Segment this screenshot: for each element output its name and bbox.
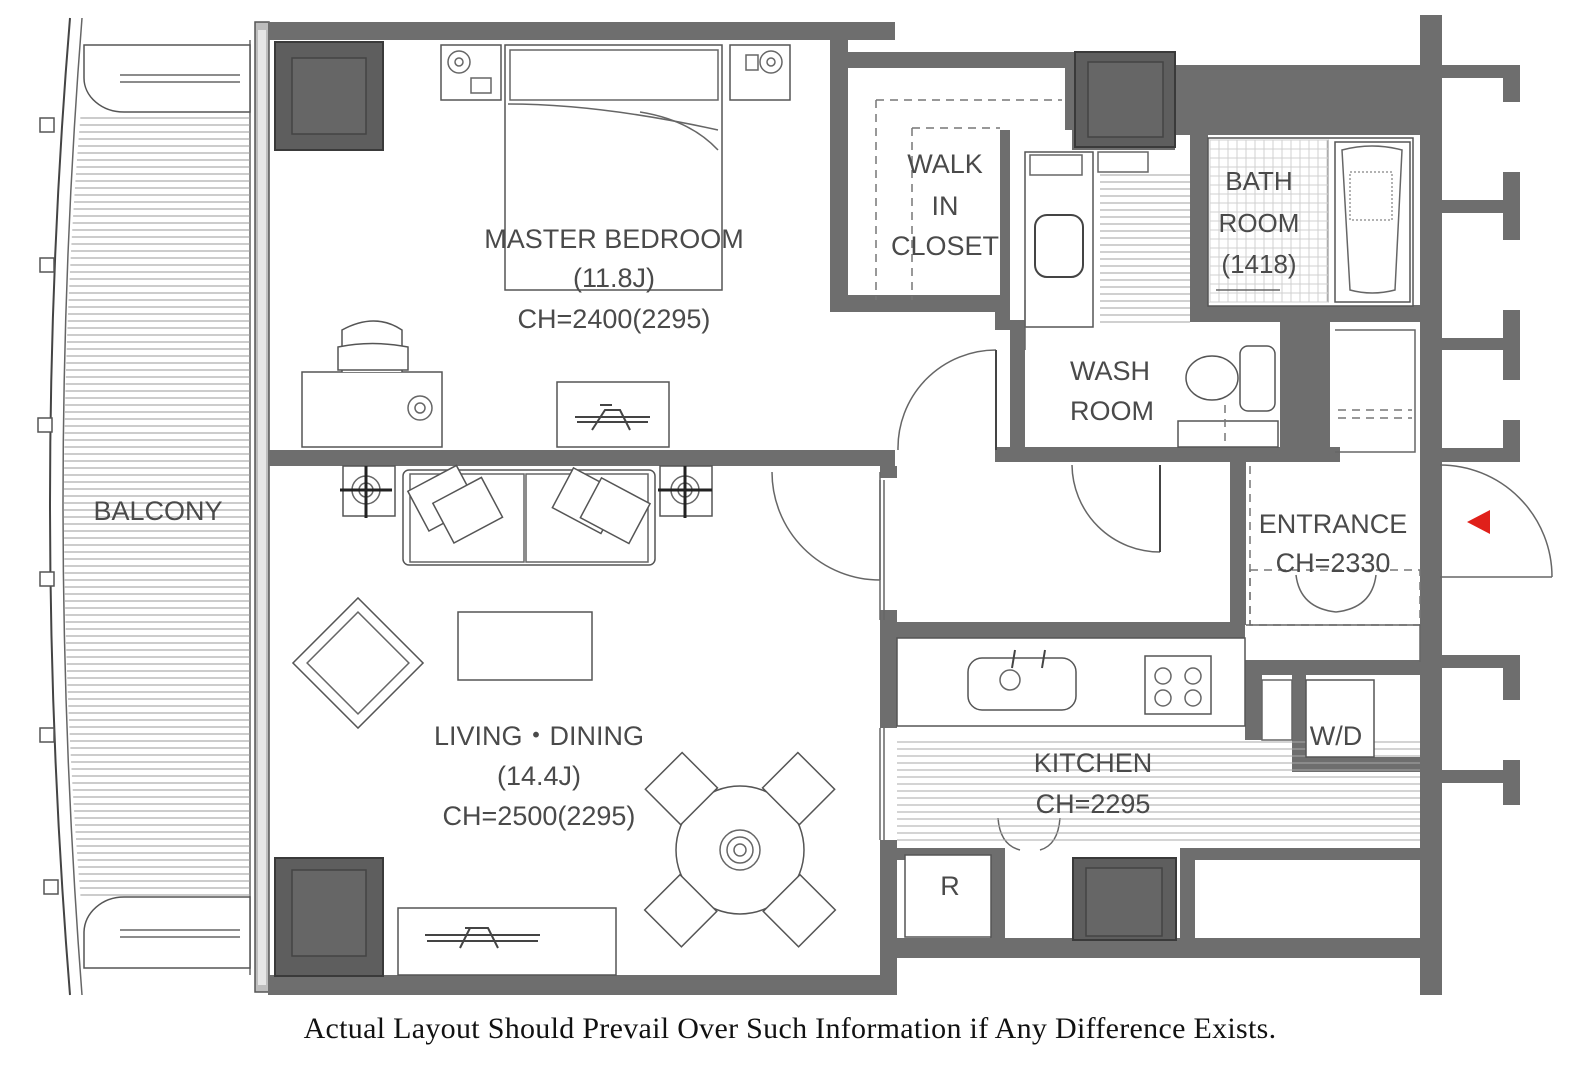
- armchair: [291, 596, 425, 730]
- entrance-ceiling: CH=2330: [1276, 548, 1391, 578]
- refrigerator-space: [904, 854, 992, 938]
- bath-room-fixtures: [1207, 137, 1414, 307]
- kitchen-sink: [967, 657, 1077, 711]
- toilet: [1185, 355, 1239, 401]
- tv-stand-bedroom: [556, 381, 670, 448]
- kitchen-name: KITCHEN: [1034, 748, 1153, 778]
- master-bedroom-ceiling: CH=2400(2295): [518, 304, 711, 334]
- master-bedroom-size: (11.8J): [573, 263, 655, 293]
- living-furniture: [291, 464, 837, 976]
- bath-room-size: (1418): [1221, 249, 1296, 279]
- washer-dryer-space: [1305, 679, 1375, 758]
- nightstand-right: [729, 44, 791, 101]
- master-bedroom-name: MASTER BEDROOM: [484, 224, 744, 254]
- desk: [301, 371, 443, 448]
- bathtub: [1334, 141, 1411, 303]
- washer-dryer-label: W/D: [1310, 721, 1362, 751]
- refrigerator-label: R: [940, 871, 960, 901]
- wash-room-line2: ROOM: [1070, 396, 1154, 426]
- balcony-label: BALCONY: [93, 496, 222, 526]
- disclaimer-text: Actual Layout Should Prevail Over Such I…: [303, 1012, 1277, 1045]
- walk-in-closet-line1: WALK: [907, 149, 983, 179]
- floor-plan: BALCONY MASTER BEDROOM (11.8J) CH=2400(2…: [37, 15, 1553, 996]
- double-bed: [504, 44, 723, 291]
- entrance-fixtures: [1246, 329, 1490, 662]
- doors: [771, 349, 1553, 851]
- balcony-deck-slats: [64, 117, 250, 896]
- walk-in-closet-line2: IN: [932, 191, 959, 221]
- kitchen-fixtures: [896, 637, 1420, 938]
- vanity: [1024, 151, 1094, 328]
- balcony-planter-bottom: [83, 896, 251, 969]
- entrance-marker-icon: [1467, 510, 1490, 534]
- entrance-name: ENTRANCE: [1259, 509, 1408, 539]
- walk-in-closet: [875, 99, 1062, 300]
- walk-in-closet-line3: CLOSET: [891, 231, 999, 261]
- dining-table: [675, 785, 805, 915]
- living-dining-ceiling: CH=2500(2295): [443, 801, 636, 831]
- bath-room-line2: ROOM: [1219, 208, 1300, 238]
- wash-room-line1: WASH: [1070, 356, 1150, 386]
- kitchen-ceiling: CH=2295: [1036, 789, 1151, 819]
- cooktop: [1144, 655, 1212, 715]
- living-dining-name: LIVING・DINING: [434, 721, 644, 751]
- walls: [268, 15, 1520, 995]
- coffee-table: [457, 611, 593, 681]
- room-labels: BALCONY MASTER BEDROOM (11.8J) CH=2400(2…: [93, 149, 1407, 901]
- bedroom-furniture: [301, 44, 791, 448]
- wash-room-fixtures: [1024, 151, 1279, 448]
- living-dining-size: (14.4J): [497, 761, 581, 791]
- bath-room-line1: BATH: [1225, 166, 1292, 196]
- balcony-area: [37, 17, 251, 996]
- balcony-planter-top: [83, 44, 251, 113]
